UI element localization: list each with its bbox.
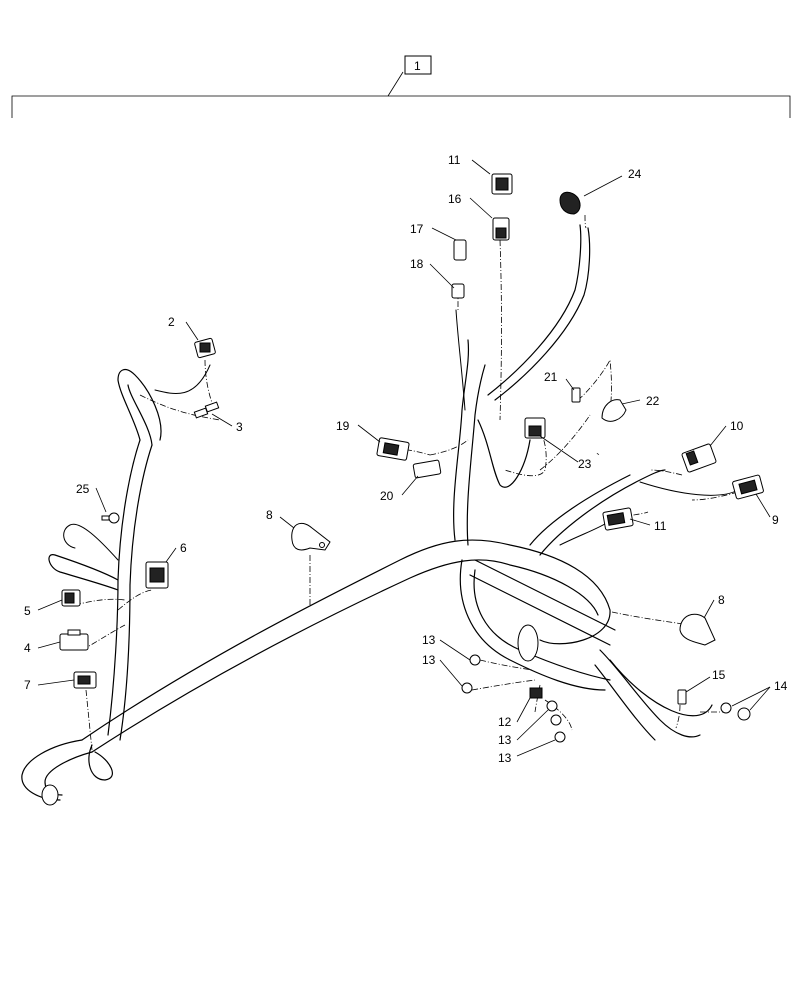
dashed-centerlines bbox=[74, 214, 739, 751]
callout-17: 17 bbox=[410, 222, 424, 236]
connector-23 bbox=[524, 417, 546, 439]
connector-19 bbox=[376, 437, 410, 461]
callout-15: 15 bbox=[712, 668, 726, 682]
terminal-15 bbox=[677, 689, 687, 705]
connector-5 bbox=[61, 589, 81, 607]
note-mark: ` bbox=[596, 451, 600, 465]
callout-11-right: 11 bbox=[654, 519, 667, 533]
connector-18 bbox=[451, 283, 465, 299]
callout-5: 5 bbox=[24, 604, 31, 618]
connector-11-top bbox=[491, 173, 513, 195]
ring-terminal-25 bbox=[101, 512, 120, 524]
callout-13-b: 13 bbox=[422, 653, 436, 667]
callout-22: 22 bbox=[646, 394, 660, 408]
callout-3: 3 bbox=[236, 420, 243, 434]
assembly-label: 1 bbox=[414, 59, 421, 73]
ring-terminals-14 bbox=[720, 702, 751, 721]
callout-19: 19 bbox=[336, 419, 350, 433]
sensor-24 bbox=[559, 191, 581, 215]
main-harness-trunk bbox=[21, 224, 739, 806]
connector-16 bbox=[492, 217, 510, 241]
callout-24: 24 bbox=[628, 167, 642, 181]
callout-12: 12 bbox=[498, 715, 512, 729]
callout-13-c: 13 bbox=[498, 733, 512, 747]
clip-8-left bbox=[291, 522, 331, 551]
callout-13-a: 13 bbox=[422, 633, 436, 647]
callout-11-top: 11 bbox=[448, 153, 461, 167]
callout-6: 6 bbox=[180, 541, 187, 555]
boot-22 bbox=[601, 399, 627, 422]
connector-9 bbox=[732, 474, 764, 500]
leader-lines bbox=[37, 159, 771, 757]
terminals-3 bbox=[193, 401, 220, 419]
callout-7: 7 bbox=[24, 678, 31, 692]
callouts: 2 3 25 6 5 4 7 8 11 16 17 18 24 19 20 21… bbox=[24, 153, 788, 765]
connector-6 bbox=[145, 561, 169, 589]
ring-terminals-13 bbox=[461, 654, 566, 743]
connector-2 bbox=[194, 337, 216, 359]
callout-8-left: 8 bbox=[266, 508, 273, 522]
connector-4 bbox=[59, 629, 89, 651]
connector-10 bbox=[681, 443, 717, 473]
parts bbox=[59, 173, 764, 743]
callout-2: 2 bbox=[168, 315, 175, 329]
callout-9: 9 bbox=[772, 513, 779, 527]
callout-14: 14 bbox=[774, 679, 788, 693]
connector-17 bbox=[453, 239, 467, 261]
callout-13-d: 13 bbox=[498, 751, 512, 765]
callout-25: 25 bbox=[76, 482, 90, 496]
terminal-12 bbox=[529, 687, 543, 699]
callout-10: 10 bbox=[730, 419, 744, 433]
callout-16: 16 bbox=[448, 192, 462, 206]
callout-4: 4 bbox=[24, 641, 31, 655]
callout-23: 23 bbox=[578, 457, 592, 471]
callout-21: 21 bbox=[544, 370, 558, 384]
callout-8-right: 8 bbox=[718, 593, 725, 607]
callout-18: 18 bbox=[410, 257, 424, 271]
connector-11-right bbox=[602, 507, 634, 531]
assembly-bracket: 1 bbox=[11, 55, 791, 118]
connector-20 bbox=[412, 459, 442, 479]
left-harness-branch bbox=[48, 364, 211, 741]
terminal-21 bbox=[571, 387, 581, 403]
connector-7 bbox=[73, 671, 97, 689]
clip-8-right bbox=[679, 613, 716, 646]
callout-20: 20 bbox=[380, 489, 394, 503]
